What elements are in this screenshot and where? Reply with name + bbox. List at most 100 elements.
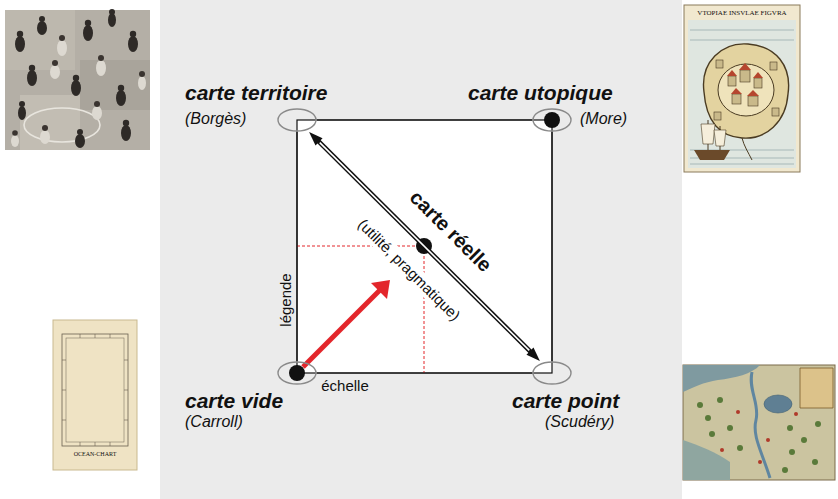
projection-lines <box>424 246 425 373</box>
square-side <box>317 372 532 373</box>
arrow-head <box>526 348 539 361</box>
corner-ellipse <box>277 108 317 132</box>
crowd-photo <box>39 16 45 22</box>
crowd-photo <box>5 10 75 70</box>
square-side <box>317 373 532 374</box>
tendre-map <box>758 460 762 464</box>
red-arrow <box>303 290 380 367</box>
crowd-photo <box>75 134 85 148</box>
tendre-map <box>800 368 833 408</box>
crowd-photo <box>128 36 138 52</box>
crowd-photo <box>12 130 18 136</box>
utopia-woodcut <box>714 112 721 120</box>
map-corner: carte territoire(Borgès) <box>277 108 317 132</box>
crowd-photo <box>11 35 146 147</box>
blank-map <box>53 320 137 470</box>
crowd-photo <box>98 55 104 61</box>
crowd-photo <box>27 70 37 86</box>
axis-label: échelle <box>319 377 371 395</box>
crowd-photo <box>19 101 25 107</box>
crowd-photo <box>83 25 93 41</box>
square-side <box>297 132 298 361</box>
utopia-woodcut <box>753 72 763 78</box>
crowd-photo <box>5 9 150 150</box>
author-name: (Scudéry) <box>545 412 614 431</box>
blank-map <box>110 442 111 446</box>
corner-dot <box>289 365 305 381</box>
crowd-photo <box>18 106 26 120</box>
square-side <box>317 120 532 121</box>
crowd-photo <box>57 40 67 56</box>
crowd-photo <box>108 13 116 27</box>
crowd-photo <box>29 65 35 71</box>
corner-ellipse <box>532 108 572 132</box>
blank-map <box>95 334 96 338</box>
corner-ellipse <box>277 361 317 385</box>
square-side <box>552 132 553 361</box>
crowd-photo <box>52 60 58 66</box>
tendre-map <box>683 365 835 480</box>
tendre-map <box>815 421 821 427</box>
tendre-map <box>683 440 730 480</box>
chart-title: OCEAN-CHART <box>72 451 119 458</box>
crowd-photo <box>24 108 100 142</box>
utopia-woodcut <box>690 40 794 41</box>
background-panel <box>160 0 682 499</box>
blank-map <box>66 338 124 442</box>
blank-map <box>124 420 128 421</box>
tendre-map <box>705 415 711 421</box>
utopia-woodcut <box>731 88 742 94</box>
crowd-photo <box>37 21 47 35</box>
tendre-map <box>720 448 724 452</box>
utopia-woodcut <box>739 63 751 70</box>
tendre-map <box>717 397 723 403</box>
map-type-title: carte territoire <box>185 80 327 105</box>
tendre-map <box>697 397 821 473</box>
utopia-woodcut <box>747 90 759 96</box>
utopia-woodcut <box>727 70 737 76</box>
utopia-woodcut <box>732 94 741 104</box>
square-side <box>296 132 297 361</box>
utopia-woodcut <box>690 30 794 31</box>
corner-ellipse <box>533 109 571 131</box>
woodcut-title: VTOPIAE INSVLAE FIGVRA <box>695 9 788 17</box>
corner-ellipse <box>533 362 571 384</box>
utopia-woodcut <box>770 62 777 70</box>
tendre-map <box>737 445 743 451</box>
tendre-map <box>787 425 793 431</box>
projection-lines <box>297 246 424 247</box>
tendre-map <box>683 365 760 392</box>
red-arrow <box>371 280 390 299</box>
utopia-woodcut <box>684 5 800 172</box>
crowd-photo <box>42 125 48 131</box>
crowd-photo <box>92 106 102 120</box>
blank-map <box>95 442 96 446</box>
utopia-woodcut <box>740 70 750 82</box>
square-side <box>551 132 552 361</box>
crowd-photo <box>15 36 25 52</box>
utopia-woodcut <box>714 130 726 146</box>
utopia-woodcut <box>748 96 758 106</box>
crowd-photo <box>17 31 23 37</box>
map-type-title: carte point <box>512 388 619 413</box>
crowd-photo <box>118 85 124 91</box>
utopia-woodcut <box>690 164 794 165</box>
tendre-map <box>736 410 740 414</box>
tendre-map <box>764 395 792 413</box>
real-map-axis <box>320 143 530 351</box>
utopia-woodcut <box>704 44 789 138</box>
map-type-title: carte utopique <box>468 80 613 105</box>
corner-ellipse <box>278 362 316 384</box>
tendre-map <box>751 372 770 478</box>
utopia-woodcut <box>754 78 762 88</box>
blank-map <box>124 360 128 361</box>
utopia-woodcut <box>727 63 763 96</box>
crowd-photo <box>80 60 150 110</box>
crowd-photo <box>130 31 136 37</box>
corner-ellipse <box>278 109 316 131</box>
crowd-photo <box>11 135 19 147</box>
real-map-axis <box>318 140 532 352</box>
square-side <box>317 119 532 120</box>
